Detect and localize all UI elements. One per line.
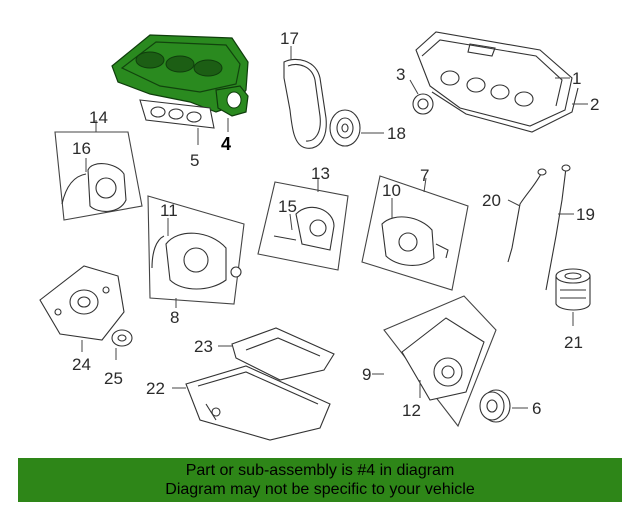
callout-18[interactable]: 18 xyxy=(387,124,406,143)
callout-1[interactable]: 1 xyxy=(572,69,581,88)
banner-line-1: Part or sub-assembly is #4 in diagram xyxy=(185,462,455,479)
part-info-banner: Part or sub-assembly is #4 in diagram Di… xyxy=(18,458,622,502)
callout-4[interactable]: 4 xyxy=(221,134,231,154)
oil-pump-cover xyxy=(401,317,485,401)
callout-6[interactable]: 6 xyxy=(532,399,541,418)
banner-line-2: Diagram may not be specific to your vehi… xyxy=(165,481,475,498)
oil-dipstick xyxy=(545,167,567,291)
callout-20[interactable]: 20 xyxy=(482,191,501,210)
callout-2[interactable]: 2 xyxy=(590,95,599,114)
callout-3[interactable]: 3 xyxy=(396,65,405,84)
callout-21[interactable]: 21 xyxy=(564,333,583,352)
timing-belt-middle-cover xyxy=(151,232,242,290)
callout-22[interactable]: 22 xyxy=(146,379,165,398)
oil-filter xyxy=(555,268,591,311)
oil-pan xyxy=(185,365,331,441)
callout-23[interactable]: 23 xyxy=(194,337,213,356)
callout-11[interactable]: 11 xyxy=(160,201,178,220)
callout-13[interactable]: 13 xyxy=(311,164,330,183)
timing-cover-lower xyxy=(273,206,335,251)
callout-15[interactable]: 15 xyxy=(278,197,297,216)
baffle-plate xyxy=(231,327,335,381)
timing-cover-upper xyxy=(381,216,449,266)
intake-gasket xyxy=(139,99,215,129)
dipstick-tube xyxy=(507,171,543,263)
camshaft-pulley xyxy=(329,109,361,147)
callout-17[interactable]: 17 xyxy=(280,29,299,48)
oil-filler-cap xyxy=(412,93,434,115)
callout-9[interactable]: 9 xyxy=(362,365,371,384)
crankshaft-pulley xyxy=(479,389,511,423)
callout-14[interactable]: 14 xyxy=(89,108,108,127)
callout-24[interactable]: 24 xyxy=(72,355,91,374)
callout-19[interactable]: 19 xyxy=(576,205,595,224)
cylinder-head-cover xyxy=(415,31,573,127)
intake-manifold-highlighted[interactable] xyxy=(111,34,249,117)
exploded-parts-diagram: 4 5 17 18 1 2 3 14 xyxy=(39,29,599,441)
callout-25[interactable]: 25 xyxy=(104,369,123,388)
callout-7[interactable]: 7 xyxy=(420,166,429,185)
timing-belt-back-cover xyxy=(61,163,127,212)
oil-screen xyxy=(111,329,133,347)
callout-12[interactable]: 12 xyxy=(402,401,421,420)
timing-belt xyxy=(283,58,327,149)
oil-pump xyxy=(39,265,125,341)
callout-5[interactable]: 5 xyxy=(190,151,199,170)
callout-8[interactable]: 8 xyxy=(170,308,179,327)
callout-10[interactable]: 10 xyxy=(382,181,401,200)
callout-16[interactable]: 16 xyxy=(72,139,91,158)
